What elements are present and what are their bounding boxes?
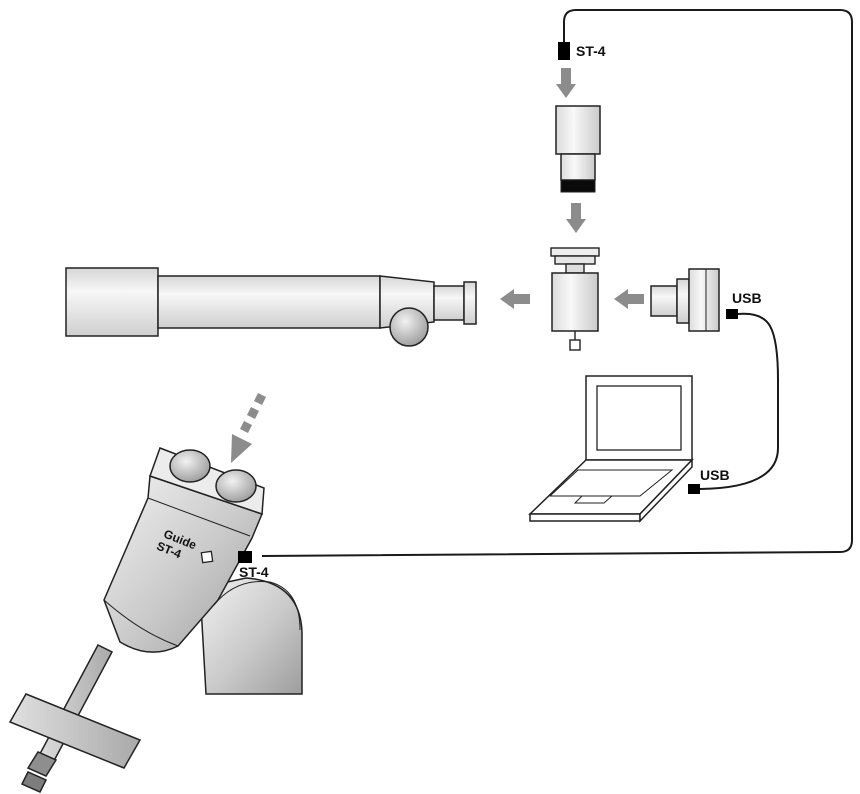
laptop (528, 375, 700, 523)
st4-camera-label: ST-4 (576, 43, 606, 59)
st4-camera-connector (558, 42, 570, 60)
equatorial-mount (8, 447, 303, 793)
st4-cable (261, 9, 853, 557)
flip-mirror-adapter (550, 247, 600, 351)
arrow-down-1 (556, 68, 576, 98)
arrow-left-from-camera (614, 289, 644, 309)
arrow-down-2 (566, 203, 586, 233)
telescope (65, 267, 477, 347)
usb-laptop-label: USB (700, 467, 730, 483)
guide-camera (555, 105, 601, 193)
st4-mount-connector (238, 551, 252, 563)
st4-mount-label: ST-4 (239, 564, 269, 580)
usb-camera-label: USB (732, 290, 762, 306)
arrow-left-to-telescope (500, 289, 530, 309)
usb-cable (699, 312, 779, 490)
dashed-arrow-to-mount (231, 393, 266, 463)
main-camera (650, 268, 738, 332)
